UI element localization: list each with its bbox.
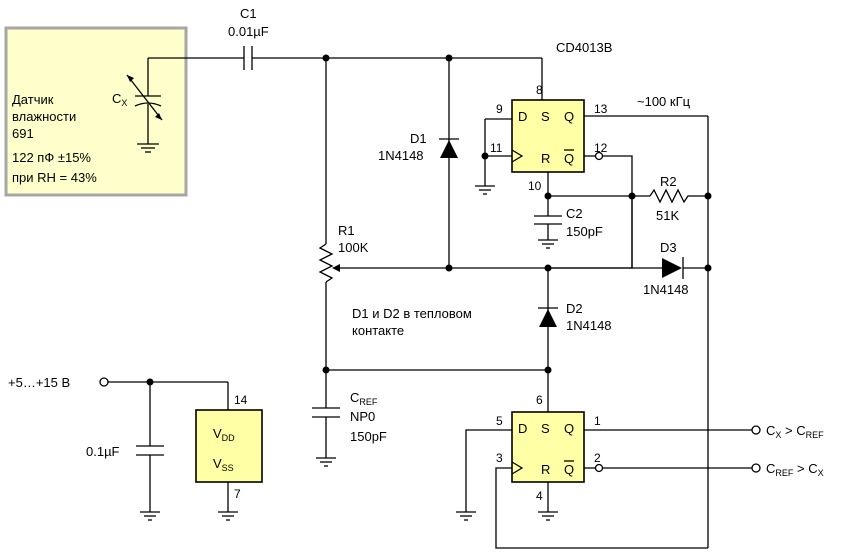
svg-text:12: 12 xyxy=(594,141,608,155)
svg-text:1: 1 xyxy=(594,414,601,428)
flipflop-2 xyxy=(511,411,585,483)
thermal-note-1: D1 и D2 в тепловом xyxy=(352,306,472,321)
r2-name: R2 xyxy=(660,174,677,189)
svg-text:3: 3 xyxy=(496,451,503,465)
output-label-2: CREF > CX xyxy=(766,461,824,478)
cref-type: NP0 xyxy=(350,409,375,424)
d3-part: 1N4148 xyxy=(643,282,689,297)
d3-name: D3 xyxy=(660,240,677,255)
svg-text:Q: Q xyxy=(564,421,574,436)
svg-text:R: R xyxy=(541,462,550,477)
d2-part: 1N4148 xyxy=(566,318,612,333)
r2-value: 51K xyxy=(656,208,679,223)
svg-text:10: 10 xyxy=(528,179,542,193)
cx-label: CX xyxy=(112,91,127,108)
c1-value: 0.01µF xyxy=(228,24,269,39)
ic-name: CD4013B xyxy=(556,40,612,55)
thermal-note-2: контакте xyxy=(352,323,404,338)
vss-label: VSS xyxy=(213,456,234,473)
supply-label: +5…+15 В xyxy=(8,375,70,390)
supply-terminal xyxy=(99,377,109,387)
svg-text:S: S xyxy=(541,421,550,436)
svg-text:Q: Q xyxy=(564,109,574,124)
d2-name: D2 xyxy=(566,301,583,316)
output-label-1: CX > CREF xyxy=(766,423,824,440)
svg-text:13: 13 xyxy=(594,102,608,116)
svg-text:7: 7 xyxy=(234,487,241,501)
svg-text:Q: Q xyxy=(564,462,574,477)
r1-name: R1 xyxy=(338,223,355,238)
sensor-label-2: влажности xyxy=(12,109,76,124)
cref-value: 150pF xyxy=(350,429,387,444)
freq-label: ~100 кГц xyxy=(637,94,691,109)
svg-text:9: 9 xyxy=(496,102,503,116)
svg-text:8: 8 xyxy=(536,83,543,97)
d1-name: D1 xyxy=(410,131,427,146)
output-terminal-2 xyxy=(751,463,761,473)
svg-text:D: D xyxy=(518,421,527,436)
c2-value: 150pF xyxy=(566,224,603,239)
svg-text:4: 4 xyxy=(536,489,543,503)
d1-diode xyxy=(440,140,458,158)
vdd-label: VDD xyxy=(213,426,235,443)
sensor-label-5: при RH = 43% xyxy=(12,170,97,185)
sensor-capacitor-cx xyxy=(126,58,163,153)
svg-text:11: 11 xyxy=(490,141,503,155)
d3-diode xyxy=(662,258,682,278)
svg-text:2: 2 xyxy=(594,451,601,465)
svg-text:D: D xyxy=(518,109,527,124)
power-chip xyxy=(195,409,263,483)
d2-diode xyxy=(539,309,557,327)
svg-text:R: R xyxy=(541,151,550,166)
r1-value: 100K xyxy=(338,240,369,255)
d1-part: 1N4148 xyxy=(378,148,424,163)
svg-text:Q: Q xyxy=(564,151,574,166)
decoupling-cap-label: 0.1µF xyxy=(86,444,120,459)
svg-text:14: 14 xyxy=(234,393,248,407)
svg-text:6: 6 xyxy=(536,393,543,407)
sensor-label-4: 122 пФ ±15% xyxy=(12,150,91,165)
sensor-label-3: 691 xyxy=(12,126,34,141)
svg-text:5: 5 xyxy=(496,414,503,428)
c1-name: C1 xyxy=(240,6,257,21)
c2-name: C2 xyxy=(566,206,583,221)
flipflop-1 xyxy=(511,99,585,173)
cref-name: CREF xyxy=(350,390,378,407)
sensor-label-1: Датчик xyxy=(12,92,54,107)
output-terminal-1 xyxy=(751,425,761,435)
svg-text:S: S xyxy=(541,109,550,124)
